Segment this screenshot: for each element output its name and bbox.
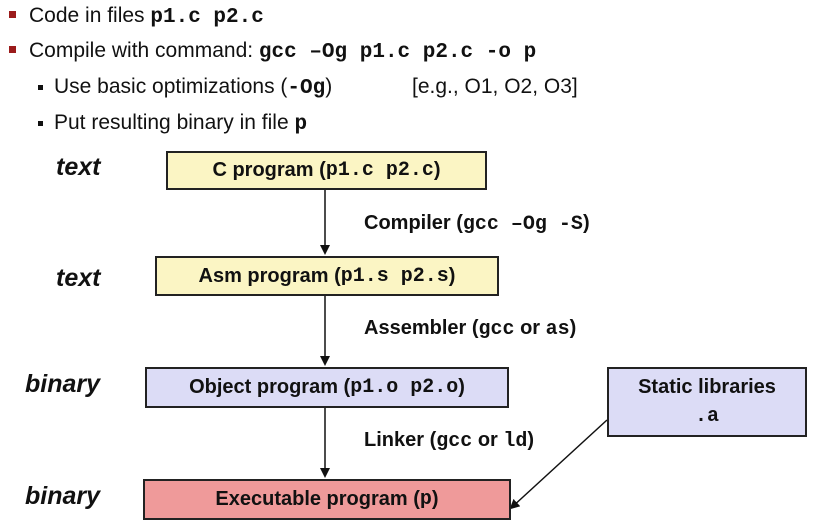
linker-step-label: Linker (gcc or ld) (364, 429, 535, 453)
bullet-square-icon (38, 85, 43, 90)
compiler-step-label: Compiler (gcc –Og -S) (364, 212, 590, 236)
c-program-box: C program (p1.c p2.c) (166, 151, 487, 190)
assembler-step-label: Assembler (gcc or as) (364, 317, 577, 341)
label-binary-object-program: binary (25, 370, 101, 398)
bullet-basic-optimizations: Use basic optimizations (-Og) (38, 75, 332, 100)
asm-program-box: Asm program (p1.s p2.s) (155, 256, 499, 296)
bullet-resulting-binary: Put resulting binary in file p (38, 111, 307, 136)
bullet-square-icon (9, 46, 16, 53)
executable-program-box: Executable program (p) (143, 479, 511, 520)
label-binary-executable: binary (25, 482, 101, 510)
object-program-box: Object program (p1.o p2.o) (145, 367, 509, 408)
bullet-square-icon (9, 11, 16, 18)
optimization-levels-note: [e.g., O1, O2, O3] (412, 75, 578, 98)
label-text-asm-program: text (56, 264, 101, 292)
bullet-square-icon (38, 121, 43, 126)
bullet-code-in-files: Code in files p1.c p2.c (9, 4, 264, 29)
bullet-compile-command: Compile with command: gcc –Og p1.c p2.c … (9, 39, 536, 64)
static-libraries-box: Static libraries .a (607, 367, 807, 437)
arrow-libraries-to-executable (509, 419, 608, 510)
label-text-c-program: text (56, 153, 101, 181)
